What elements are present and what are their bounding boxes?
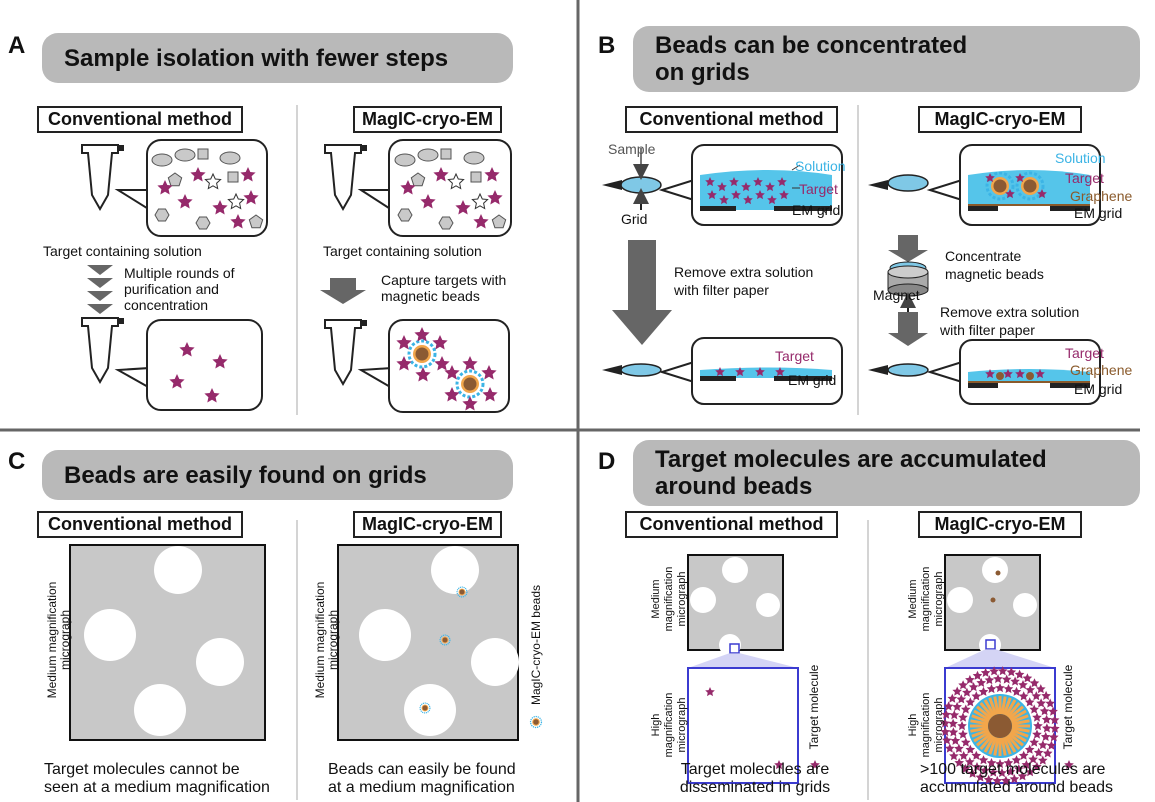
panel-b-magic-heading: MagIC-cryo-EM bbox=[918, 106, 1082, 133]
panel-b-letter: B bbox=[598, 32, 616, 59]
panel-b-sample-label: Sample bbox=[608, 141, 656, 157]
panel-c-title: Beads are easily found on grids bbox=[42, 450, 513, 500]
panel-c-beads-legend: MagIC-cryo-EM beads bbox=[529, 584, 543, 706]
panel-d-title-line-2: around beads bbox=[655, 473, 813, 500]
panel-d-right-legend: Target molecule bbox=[1061, 664, 1075, 750]
panel-c-right-caption-2: at a medium magnification bbox=[328, 779, 515, 796]
panel-d-title: Target molecules are accumulated around … bbox=[633, 440, 1140, 506]
panel-a-magic-heading: MagIC-cryo-EM bbox=[353, 106, 502, 133]
panel-d-right-caption-2: accumulated around beads bbox=[920, 779, 1114, 796]
panel-b-concentrate-2: magnetic beads bbox=[945, 266, 1044, 282]
panel-b-right-bottom-graphene: Graphene bbox=[1070, 362, 1133, 378]
panel-b-grid-label: Grid bbox=[621, 211, 648, 227]
panel-a-left-step-3: concentration bbox=[124, 297, 209, 313]
panel-b-right-emgrid-label: EM grid bbox=[1074, 205, 1123, 221]
panel-b-right-graphene-label: Graphene bbox=[1070, 188, 1133, 204]
panel-b-left-target-label: Target bbox=[799, 181, 838, 197]
panel-a-right-caption: Target containing solution bbox=[323, 243, 482, 259]
panel-b-right-solution-label: Solution bbox=[1055, 150, 1106, 166]
panel-c-magic-heading: MagIC-cryo-EM bbox=[353, 511, 502, 538]
panel-d-title-line-1: Target molecules are accumulated bbox=[655, 446, 1047, 473]
panel-a-left-step-2: purification and bbox=[124, 281, 219, 297]
panel-b-title-line-2: on grids bbox=[655, 59, 750, 86]
panel-b-remove-left-2: with filter paper bbox=[674, 282, 769, 298]
panel-a-title: Sample isolation with fewer steps bbox=[42, 33, 513, 83]
panel-b-left-bottom-target: Target bbox=[775, 348, 814, 364]
panel-b-title-line-1: Beads can be concentrated bbox=[655, 32, 968, 59]
panel-c-left-caption-1: Target molecules cannot be bbox=[44, 761, 240, 778]
panel-b-remove-left-1: Remove extra solution bbox=[674, 264, 814, 280]
panel-d-left-caption-1: Target molecules are bbox=[680, 761, 830, 778]
panel-d-letter: D bbox=[598, 448, 616, 475]
panel-b-remove-right-1: Remove extra solution bbox=[940, 304, 1080, 320]
panel-b-left-emgrid-label: EM grid bbox=[792, 202, 841, 218]
panel-b-remove-right-2: with filter paper bbox=[940, 322, 1035, 338]
panel-c-left-caption-2: seen at a medium magnification bbox=[44, 779, 270, 796]
panel-d-right-caption-1: >100 target molecules are bbox=[920, 761, 1106, 778]
panel-c-letter: C bbox=[8, 448, 26, 475]
panel-d-left-caption-2: disseminated in grids bbox=[679, 779, 831, 796]
panel-d-conventional-heading: Conventional method bbox=[625, 511, 838, 538]
panel-d-left-legend: Target molecule bbox=[807, 664, 821, 750]
panel-b-conventional-heading: Conventional method bbox=[625, 106, 838, 133]
panel-b-title: Beads can be concentrated on grids bbox=[633, 26, 1140, 92]
panel-b-right-target-label: Target bbox=[1065, 170, 1104, 186]
panel-b-concentrate-1: Concentrate bbox=[945, 248, 1022, 264]
panel-d-magic-heading: MagIC-cryo-EM bbox=[918, 511, 1082, 538]
panel-b-left-solution-label: Solution bbox=[795, 158, 846, 174]
panel-b-right-bottom-emgrid: EM grid bbox=[1074, 381, 1123, 397]
panel-a-right-step-1: Capture targets with bbox=[381, 272, 507, 288]
panel-a-letter: A bbox=[8, 32, 26, 59]
panel-a-right-step-2: magnetic beads bbox=[381, 288, 480, 304]
panel-b-magnet-label: Magnet bbox=[873, 287, 920, 303]
panel-a-left-caption: Target containing solution bbox=[43, 243, 202, 259]
panel-b-left-bottom-emgrid: EM grid bbox=[788, 372, 837, 388]
panel-c-right-caption-1: Beads can easily be found bbox=[328, 761, 516, 778]
panel-b-right-bottom-target: Target bbox=[1065, 345, 1104, 361]
panel-a-conventional-heading: Conventional method bbox=[37, 106, 243, 133]
accumulated-bead-illustration bbox=[940, 666, 1060, 785]
panel-a-left-step-1: Multiple rounds of bbox=[124, 265, 235, 281]
panel-c-conventional-heading: Conventional method bbox=[37, 511, 243, 538]
